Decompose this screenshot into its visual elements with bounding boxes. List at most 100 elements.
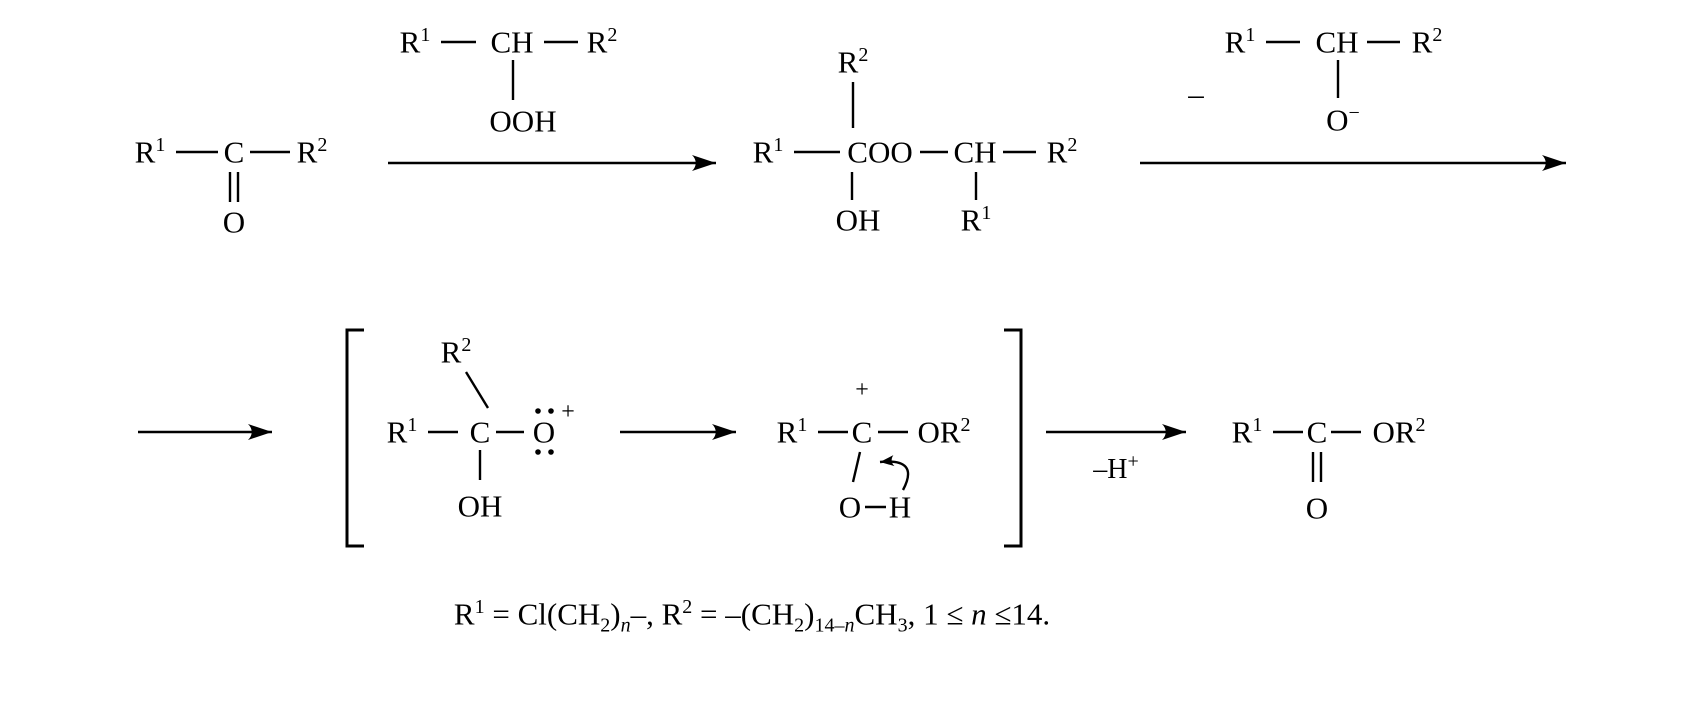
bracket-left xyxy=(345,328,364,548)
curved-arrow-h-shift xyxy=(879,455,910,491)
superscript: 2 xyxy=(1432,24,1443,47)
subscript: 2 xyxy=(600,614,611,637)
ester-r1-label: R1 xyxy=(1231,414,1263,450)
atom-symbol: R xyxy=(752,134,774,170)
legend-part: –, R xyxy=(630,596,683,632)
subscript: 2 xyxy=(794,614,805,637)
group-symbol: –H xyxy=(1093,454,1128,485)
ester-or2-label: OR2 xyxy=(1372,414,1426,447)
atom-symbol: O xyxy=(838,489,862,525)
adduct-r2-top-label: R2 xyxy=(837,44,869,80)
atom-symbol: R xyxy=(399,24,421,60)
hydroperoxide-ch-label: CH xyxy=(490,27,533,58)
protonated-ester-h-label: H xyxy=(889,492,911,523)
subscript: n xyxy=(844,614,855,637)
superscript: 2 xyxy=(1067,134,1078,157)
legend-part: ) xyxy=(610,596,621,632)
superscript: 2 xyxy=(1415,414,1426,437)
atom-symbol: R xyxy=(586,24,608,60)
atom-symbol: C xyxy=(851,414,873,450)
superscript: 2 xyxy=(960,414,971,437)
oxocarbenium-oh-label: OH xyxy=(458,491,503,522)
charge-symbol: − xyxy=(1348,102,1360,125)
ketone-r2-label: R2 xyxy=(296,134,328,170)
superscript: 2 xyxy=(682,596,693,619)
atom-symbol: R xyxy=(440,334,462,370)
legend-part: ≤14. xyxy=(986,596,1051,632)
subscript: 3 xyxy=(897,614,908,637)
protonated-ester-o-label: O xyxy=(839,492,861,523)
atom-symbol: R xyxy=(1046,134,1068,170)
legend-part: = Cl(CH xyxy=(484,596,601,632)
atom-symbol: R xyxy=(1224,24,1246,60)
hydroperoxide-ooh-label: OOH xyxy=(489,106,556,137)
oxocarbenium-r1-label: R1 xyxy=(386,414,418,450)
adduct-r2-label: R2 xyxy=(1046,134,1078,170)
atom-symbol: R xyxy=(296,134,318,170)
superscript: 1 xyxy=(1245,24,1256,47)
atom-symbol: R xyxy=(134,134,156,170)
alkoxide-ch-label: CH xyxy=(1315,27,1358,58)
charge-symbol: – xyxy=(1188,76,1204,112)
alkoxide-r1-label: R1 xyxy=(1224,24,1256,60)
lone-pair-dot xyxy=(535,408,541,414)
protonated-ester-or2-label: OR2 xyxy=(917,414,971,447)
group-symbol: COO xyxy=(847,134,913,170)
charge-symbol: + xyxy=(1127,450,1139,473)
atom-symbol: C xyxy=(469,414,491,450)
subscript: 14– xyxy=(814,614,845,637)
oxocarbenium-o-label: O xyxy=(533,417,555,448)
lone-pair-dot xyxy=(548,408,554,414)
superscript: 1 xyxy=(420,24,431,47)
atom-symbol: C xyxy=(223,134,245,170)
atom-symbol: CH xyxy=(1315,24,1359,60)
superscript: 1 xyxy=(797,414,808,437)
legend-text: R1 = Cl(CH2)n–, R2 = –(CH2)14–nCH3, 1 ≤ … xyxy=(453,596,1051,636)
adduct-oh-label: OH xyxy=(836,205,881,236)
bond-oxo-r2-c-diagonal xyxy=(464,371,490,409)
ketone-r1-label: R1 xyxy=(134,134,166,170)
atom-symbol: R xyxy=(776,414,798,450)
atom-symbol: O xyxy=(222,204,246,240)
superscript: 1 xyxy=(1252,414,1263,437)
superscript: 2 xyxy=(317,134,328,157)
bracket-right xyxy=(1004,328,1023,548)
subscript: n xyxy=(620,614,631,637)
group-symbol: OH xyxy=(457,488,503,524)
legend-part: R xyxy=(453,596,475,632)
atom-symbol: R xyxy=(1231,414,1253,450)
atom-symbol: O xyxy=(1326,102,1349,138)
adduct-ch-label: CH xyxy=(953,137,996,168)
alkoxide-o-minus-label: O− xyxy=(1326,102,1360,138)
hydroperoxide-r1-label: R1 xyxy=(399,24,431,60)
atom-symbol: R xyxy=(1411,24,1433,60)
ester-c-label: C xyxy=(1307,417,1328,448)
atom-symbol: O xyxy=(1305,490,1329,526)
adduct-r1-label: R1 xyxy=(752,134,784,170)
alkoxide-minus-label: – xyxy=(1188,79,1204,110)
legend-part: ) xyxy=(804,596,815,632)
hydroperoxide-r2-label: R2 xyxy=(586,24,618,60)
atom-symbol: R xyxy=(960,202,982,238)
charge-symbol: + xyxy=(855,377,869,403)
ketone-o-label: O xyxy=(223,207,245,238)
atom-symbol: R xyxy=(386,414,408,450)
group-symbol: OOH xyxy=(489,103,557,139)
superscript: 1 xyxy=(155,134,166,157)
alkoxide-r2-label: R2 xyxy=(1411,24,1443,60)
oxocarbenium-r2-label: R2 xyxy=(440,334,472,370)
superscript: 1 xyxy=(981,202,992,225)
superscript: 1 xyxy=(773,134,784,157)
protonated-ester-c-label: C xyxy=(852,417,873,448)
lone-pair-dot xyxy=(535,449,541,455)
atom-symbol: O xyxy=(532,414,556,450)
legend-part: n xyxy=(971,596,987,632)
oxocarbenium-plus-label: + xyxy=(561,400,575,424)
group-symbol: OH xyxy=(835,202,881,238)
atom-symbol: R xyxy=(837,44,859,80)
adduct-coo-label: COO xyxy=(847,137,912,168)
superscript: 1 xyxy=(407,414,418,437)
legend-part: , 1 ≤ xyxy=(907,596,972,632)
charge-symbol: + xyxy=(561,399,575,425)
